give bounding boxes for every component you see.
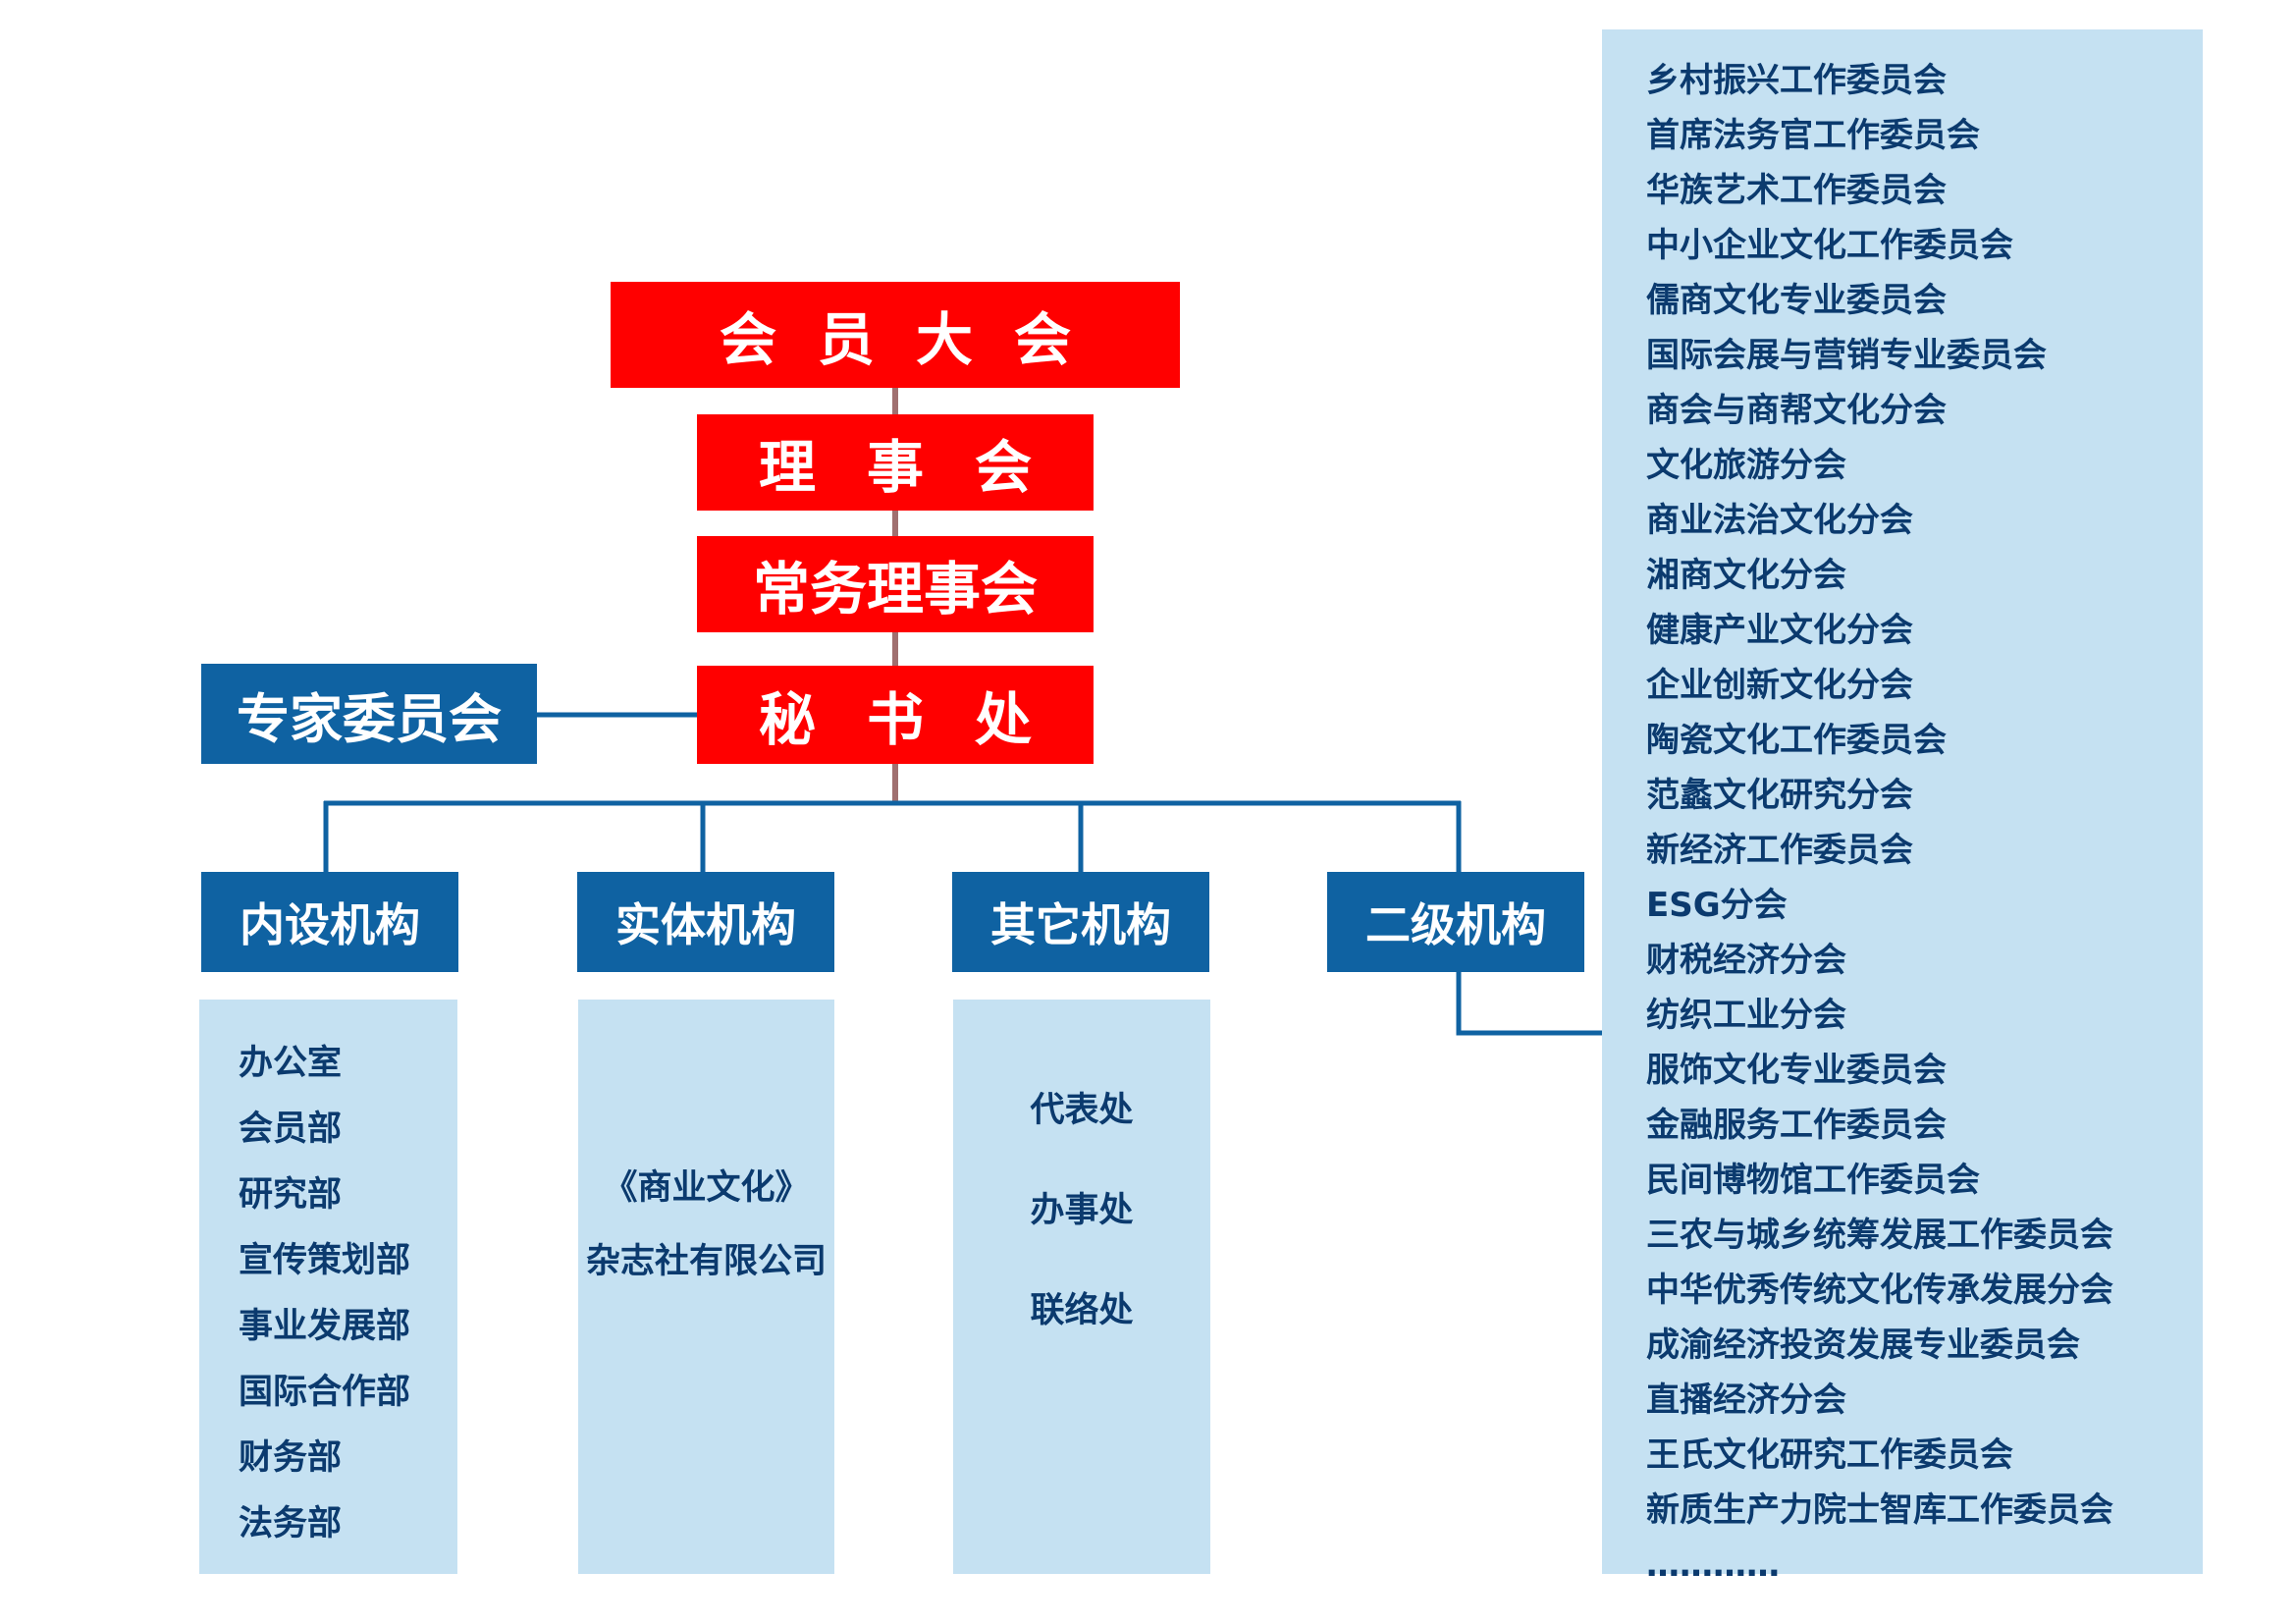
list-item: 宣传策划部: [239, 1241, 411, 1280]
list-item: ESG分会: [1646, 886, 1788, 925]
list-item: 王氏文化研究工作委员会: [1646, 1435, 2013, 1475]
list-item: 代表处: [1030, 1091, 1134, 1130]
list-item: 纺织工业分会: [1646, 996, 1846, 1035]
internal-departments-panel: 办公室 会员部 研究部 宣传策划部 事业发展部 国际合作部 财务部 法务部: [199, 1000, 457, 1574]
list-item: 联络处: [1030, 1291, 1134, 1330]
standing-council-box: 常务理事会: [697, 536, 1094, 632]
secondary-organizations-box: 二级机构: [1327, 872, 1584, 972]
list-item: 中华优秀传统文化传承发展分会: [1646, 1271, 2113, 1310]
list-item: 华族艺术工作委员会: [1646, 171, 1947, 210]
list-item: 财务部: [239, 1438, 343, 1478]
secretariat-box: 秘书处: [697, 666, 1094, 764]
list-item: 健康产业文化分会: [1646, 611, 1913, 650]
list-item: 办公室: [239, 1044, 343, 1083]
other-organizations-box: 其它机构: [952, 872, 1209, 972]
list-item: 陶瓷文化工作委员会: [1646, 721, 1947, 760]
list-item: 中小企业文化工作委员会: [1646, 226, 2013, 265]
expert-committee-box: 专家委员会: [201, 664, 537, 764]
list-item: 三农与城乡统筹发展工作委员会: [1646, 1216, 2113, 1255]
list-item: 乡村振兴工作委员会: [1646, 61, 1947, 100]
internal-departments-box: 内设机构: [201, 872, 458, 972]
list-item: 国际会展与营销专业委员会: [1646, 336, 2047, 375]
entity-organizations-panel: 《商业文化》 杂志社有限公司: [578, 1000, 834, 1574]
list-item: 研究部: [239, 1175, 343, 1215]
council-box: 理事会: [697, 414, 1094, 511]
list-item: 杂志社有限公司: [585, 1242, 827, 1281]
list-item: 国际合作部: [239, 1373, 411, 1412]
list-item: 民间博物馆工作委员会: [1646, 1161, 1980, 1200]
list-item: 范蠡文化研究分会: [1646, 776, 1913, 815]
list-item: 文化旅游分会: [1646, 446, 1846, 485]
list-item: 新经济工作委员会: [1646, 831, 1913, 870]
list-item-ellipsis: …………: [1646, 1545, 1780, 1585]
secondary-organizations-panel: 乡村振兴工作委员会 首席法务官工作委员会 华族艺术工作委员会 中小企业文化工作委…: [1602, 29, 2203, 1585]
list-item: 直播经济分会: [1646, 1380, 1846, 1420]
list-item: 成渝经济投资发展专业委员会: [1646, 1326, 2080, 1365]
list-item: 金融服务工作委员会: [1646, 1106, 1947, 1145]
list-item: 企业创新文化分会: [1646, 666, 1913, 705]
list-item: 法务部: [239, 1504, 343, 1543]
list-item: 服饰文化专业委员会: [1646, 1051, 1947, 1090]
entity-organizations-box: 实体机构: [577, 872, 834, 972]
list-item: 办事处: [1030, 1191, 1134, 1230]
list-item: 财税经济分会: [1646, 941, 1846, 980]
list-item: 商业法治文化分会: [1646, 501, 1913, 540]
list-item: 商会与商帮文化分会: [1646, 391, 1947, 430]
list-item: 儒商文化专业委员会: [1646, 281, 1947, 320]
list-item: 会员部: [239, 1110, 343, 1149]
list-item: 首席法务官工作委员会: [1646, 116, 1980, 155]
list-item: 事业发展部: [239, 1307, 411, 1346]
other-organizations-panel: 代表处 办事处 联络处: [953, 1000, 1210, 1574]
secondary-panel-connector: [1456, 972, 1602, 1036]
list-item: 湘商文化分会: [1646, 556, 1846, 595]
list-item: 《商业文化》: [603, 1168, 810, 1208]
general-assembly-box: 会员大会: [611, 282, 1180, 388]
list-item: 新质生产力院士智库工作委员会: [1646, 1490, 2113, 1530]
